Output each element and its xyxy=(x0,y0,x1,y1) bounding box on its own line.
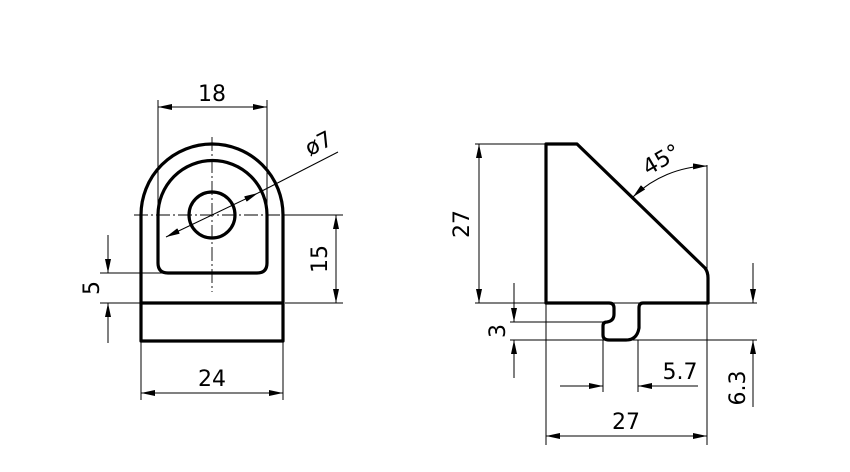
dim-label-width-top: 18 xyxy=(198,82,226,107)
front-view: 18 ø7 15 5 24 xyxy=(80,82,343,400)
dim-label-groove-width: 5.7 xyxy=(663,360,698,385)
dim-label-slot-offset: 5 xyxy=(80,281,105,295)
dim-label-base-width: 24 xyxy=(198,367,226,392)
front-outline xyxy=(139,142,285,343)
leader-diameter xyxy=(257,151,339,194)
side-outline xyxy=(544,142,710,342)
dim-label-hole-diameter: ø7 xyxy=(301,127,337,162)
dim-label-hole-height: 15 xyxy=(308,245,333,273)
inner-slot xyxy=(156,158,269,275)
angle-arc xyxy=(632,163,708,198)
dim-label-angle: 45° xyxy=(639,140,685,181)
dim-label-length: 27 xyxy=(612,410,640,435)
side-view: 27 45° 3 5.7 6.3 27 xyxy=(450,140,757,445)
dim-label-groove-depth: 3 xyxy=(486,324,511,338)
dim-line-diameter xyxy=(165,192,259,238)
dim-label-tongue-height: 6.3 xyxy=(726,371,751,406)
dim-label-height: 27 xyxy=(450,210,475,238)
